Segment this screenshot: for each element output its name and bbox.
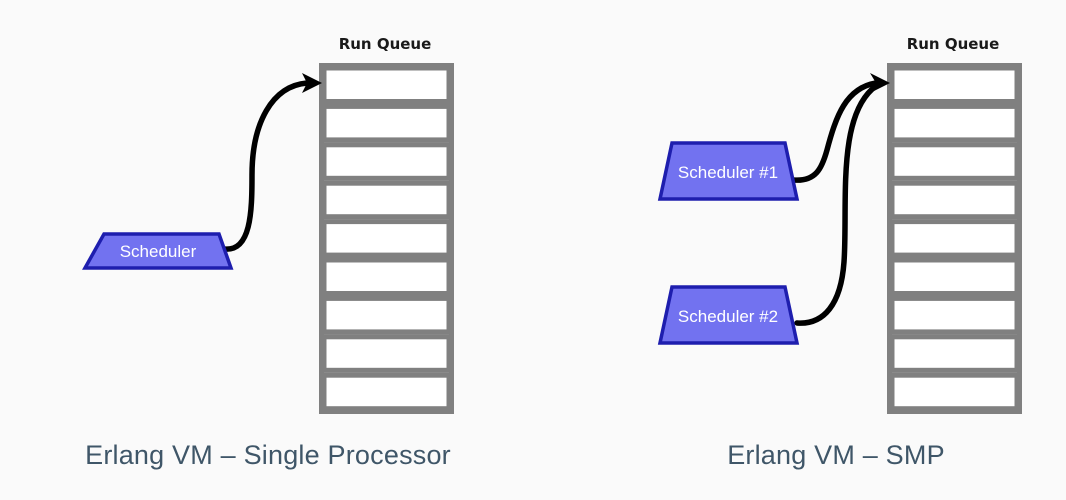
arrow-scheduler2-to-queue	[794, 83, 879, 326]
run-queue-cell-3-left[interactable]	[321, 142, 452, 181]
run-queue-title-right: Run Queue	[907, 35, 1000, 53]
arrowhead-left	[302, 73, 322, 93]
run-queue-cell-4-right[interactable]	[889, 180, 1020, 220]
run-queue-cell-9-right[interactable]	[889, 372, 1020, 412]
arrow-scheduler1-to-queue	[790, 80, 879, 183]
run-queue-cell-1-right[interactable]	[889, 65, 1020, 104]
run-queue-cell-3-right[interactable]	[889, 142, 1020, 181]
scheduler-node-single[interactable]: Scheduler	[82, 232, 234, 270]
arrow-scheduler-to-queue-left	[221, 73, 322, 252]
run-queue-cell-5-left[interactable]	[321, 219, 452, 258]
arrowhead-right	[870, 73, 890, 93]
scheduler-label-1: Scheduler #1	[678, 163, 778, 182]
run-queue-cell-7-right[interactable]	[889, 295, 1020, 335]
scheduler-node-2[interactable]: Scheduler #2	[657, 285, 800, 345]
run-queue-cell-7-left[interactable]	[321, 295, 452, 335]
scheduler-shape-single[interactable]	[82, 232, 234, 270]
run-queue-cell-8-left[interactable]	[321, 334, 452, 373]
run-queue-title-left: Run Queue	[339, 35, 432, 53]
panel-smp: Run Queue	[657, 35, 1022, 470]
run-queue-cell-2-right[interactable]	[889, 103, 1020, 143]
run-queue-cell-1-left[interactable]	[321, 65, 452, 104]
run-queue-cell-6-left[interactable]	[321, 257, 452, 296]
scheduler-shape-1[interactable]	[657, 141, 800, 201]
run-queue-cell-4-left[interactable]	[321, 180, 452, 220]
run-queue-cell-5-right[interactable]	[889, 219, 1020, 258]
caption-smp: Erlang VM – SMP	[727, 440, 945, 470]
scheduler-shape-2[interactable]	[657, 285, 800, 345]
scheduler-node-1[interactable]: Scheduler #1	[657, 141, 800, 201]
run-queue-cells-left	[321, 65, 452, 412]
scheduler-label-2: Scheduler #2	[678, 307, 778, 326]
run-queue-cells-right	[889, 65, 1020, 412]
run-queue-cell-2-left[interactable]	[321, 103, 452, 143]
caption-single-processor: Erlang VM – Single Processor	[85, 440, 451, 470]
run-queue-cell-9-left[interactable]	[321, 372, 452, 412]
panel-single-processor: Run Queue	[82, 35, 454, 470]
scheduler-label-single: Scheduler	[120, 242, 197, 261]
run-queue-cell-6-right[interactable]	[889, 257, 1020, 296]
run-queue-cell-8-right[interactable]	[889, 334, 1020, 373]
